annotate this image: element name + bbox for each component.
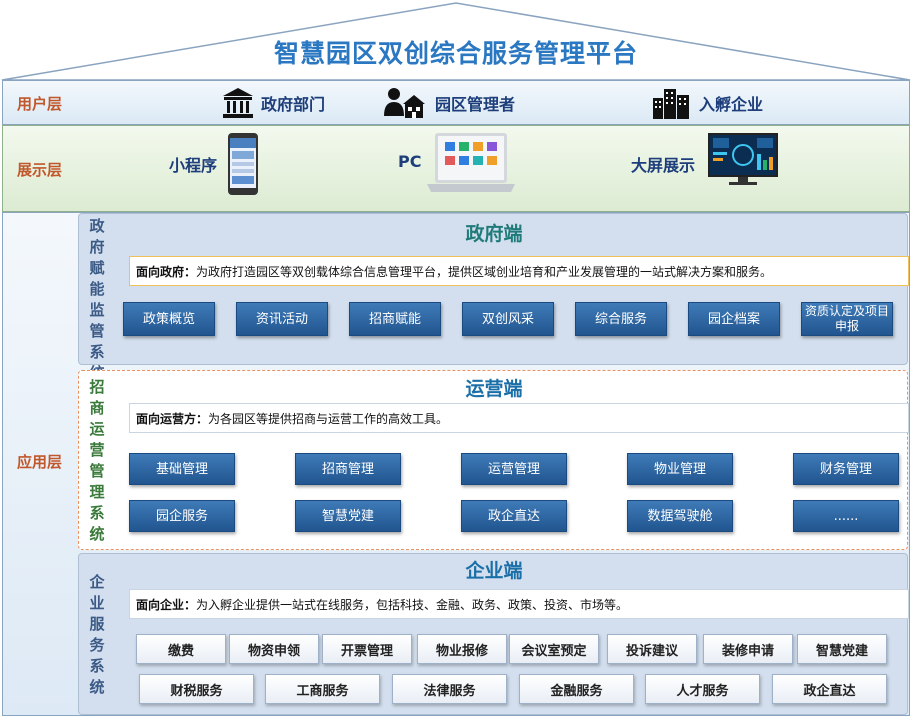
gov-button-integrated-services[interactable]: 综合服务 — [575, 302, 667, 336]
role-label: 入孵企业 — [699, 95, 764, 114]
gov-button-qualification-declaration[interactable]: 资质认定及项目申报 — [801, 302, 893, 336]
ops-button-finance-management[interactable]: 财务管理 — [793, 453, 899, 485]
gov-button-policy-overview[interactable]: 政策概览 — [123, 302, 215, 336]
enterprise-side-label: 企业服 务系统 — [89, 573, 105, 696]
application-layer-label: 应用层 — [17, 453, 63, 471]
display-layer-label: 展示层 — [17, 161, 63, 179]
ent-button-renovation-request[interactable]: 装修申请 — [703, 634, 793, 664]
enterprise-panel: 企业服 务系统 企业端 面向企业：为入孵企业提供一站式在线服务，包括科技、金融、… — [78, 553, 909, 715]
ent-button-business-registration[interactable]: 工商服务 — [265, 674, 380, 704]
ops-button-basic-management[interactable]: 基础管理 — [129, 453, 235, 485]
ops-button-investment-management[interactable]: 招商管理 — [295, 453, 401, 485]
gov-button-investment-empowerment[interactable]: 招商赋能 — [349, 302, 441, 336]
ops-button-data-cockpit[interactable]: 数据驾驶舱 — [627, 500, 733, 532]
ops-button-property-management[interactable]: 物业管理 — [627, 453, 733, 485]
user-layer-label: 用户层 — [17, 95, 63, 113]
enterprise-description: 面向企业：为入孵企业提供一站式在线服务，包括科技、金融、政务、政策、投资、市场等… — [129, 589, 909, 619]
display-label-miniprogram: 小程序 — [169, 156, 218, 175]
operations-panel: 招商运营 管理系统 运营端 面向运营方：为各园区等提供招商与运营工作的高效工具。… — [78, 370, 909, 550]
mobile-phone-icon — [228, 133, 258, 195]
role-park-manager: 园区管理者 — [383, 85, 515, 121]
ops-button-park-enterprise-service[interactable]: 园企服务 — [129, 500, 235, 532]
government-panel-title: 政府端 — [465, 223, 523, 245]
gov-button-enterprise-archives[interactable]: 园企档案 — [688, 302, 780, 336]
operations-panel-title: 运营端 — [465, 378, 523, 400]
ent-button-invoice-management[interactable]: 开票管理 — [322, 634, 412, 664]
ent-button-gov-enterprise-direct[interactable]: 政企直达 — [772, 674, 887, 704]
display-label-pc: PC — [398, 152, 422, 171]
ent-button-property-repair[interactable]: 物业报修 — [417, 634, 507, 664]
government-building-icon — [223, 88, 253, 118]
ent-button-supply-request[interactable]: 物资申领 — [229, 634, 319, 664]
page-title: 智慧园区双创综合服务管理平台 — [273, 39, 638, 68]
role-label: 园区管理者 — [435, 95, 516, 114]
role-enterprise: 入孵企业 — [651, 85, 763, 121]
enterprise-buildings-icon — [653, 89, 689, 119]
operations-description: 面向运营方：为各园区等提供招商与运营工作的高效工具。 — [129, 403, 909, 433]
operations-side-label: 招商运营 管理系统 — [89, 378, 105, 543]
ent-button-complaints-suggestions[interactable]: 投诉建议 — [607, 634, 697, 664]
park-manager-icon — [384, 88, 425, 118]
government-description: 面向政府：为政府打造园区等双创载体综合信息管理平台，提供区域创业培育和产业发展管… — [129, 256, 909, 286]
enterprise-panel-title: 企业端 — [465, 560, 523, 582]
user-layer: 用户层 政府部门 园区管理者 — [2, 80, 910, 125]
ops-button-operation-management[interactable]: 运营管理 — [461, 453, 567, 485]
ops-button-gov-enterprise-direct[interactable]: 政企直达 — [461, 500, 567, 532]
ops-button-smart-party-building[interactable]: 智慧党建 — [295, 500, 401, 532]
ent-button-tax-service[interactable]: 财税服务 — [139, 674, 254, 704]
display-layer: 展示层 小程序 PC 大屏展示 — [2, 125, 910, 212]
laptop-icon — [427, 133, 515, 192]
display-label-bigscreen: 大屏展示 — [631, 156, 696, 175]
ops-button-more[interactable]: ...... — [793, 500, 899, 532]
ent-button-legal-service[interactable]: 法律服务 — [392, 674, 507, 704]
gov-button-news-activities[interactable]: 资讯活动 — [236, 302, 328, 336]
gov-button-innovation-showcase[interactable]: 双创风采 — [462, 302, 554, 336]
ent-button-financial-service[interactable]: 金融服务 — [519, 674, 634, 704]
ent-button-talent-service[interactable]: 人才服务 — [645, 674, 760, 704]
role-government: 政府部门 — [221, 85, 325, 121]
ent-button-meeting-room-booking[interactable]: 会议室预定 — [509, 634, 599, 664]
big-screen-monitor-icon — [708, 133, 778, 185]
ent-button-payment[interactable]: 缴费 — [136, 634, 226, 664]
ent-button-smart-party-building[interactable]: 智慧党建 — [797, 634, 887, 664]
role-label: 政府部门 — [261, 95, 326, 114]
